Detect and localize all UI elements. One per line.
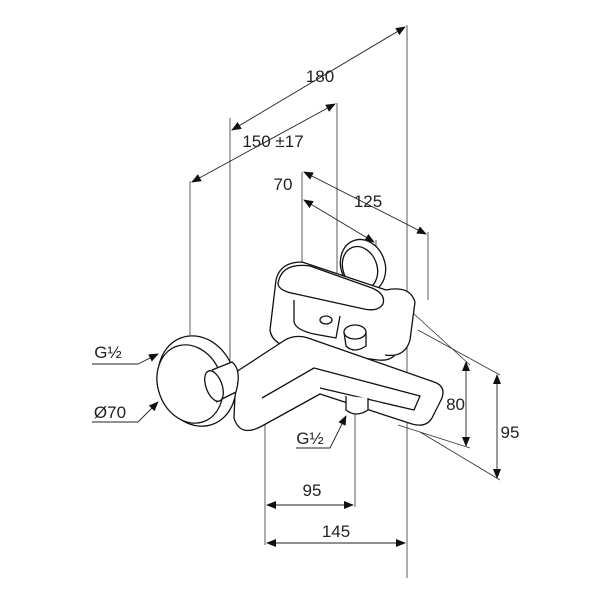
lever-handle [277,264,385,339]
dim-180-label: 180 [306,67,334,86]
dim-95-right-label: 95 [501,423,520,442]
thread-left-label: G½ [94,343,121,362]
dimension-lines [191,26,501,547]
dim-line-125 [303,171,427,235]
dimension-labels: 180 150 ±17 70 125 80 95 95 145 [242,67,519,541]
callout-labels: G½ Ø70 G½ [94,343,324,448]
front-escutcheon [156,335,239,427]
dim-line-150 [191,103,336,183]
dim-70-label: 70 [274,175,293,194]
faucet-illustration [156,238,444,432]
thread-spout-label: G½ [296,429,323,448]
dim-145-label: 145 [322,522,350,541]
dim-95-bottom-label: 95 [303,481,322,500]
diameter-label: Ø70 [94,403,126,422]
dim-80-label: 80 [446,395,465,414]
callout-leaders [92,353,347,449]
spout [233,335,444,432]
dim-125-label: 125 [354,192,382,211]
diverter-knob [343,324,367,351]
dim-150-label: 150 ±17 [242,132,303,151]
